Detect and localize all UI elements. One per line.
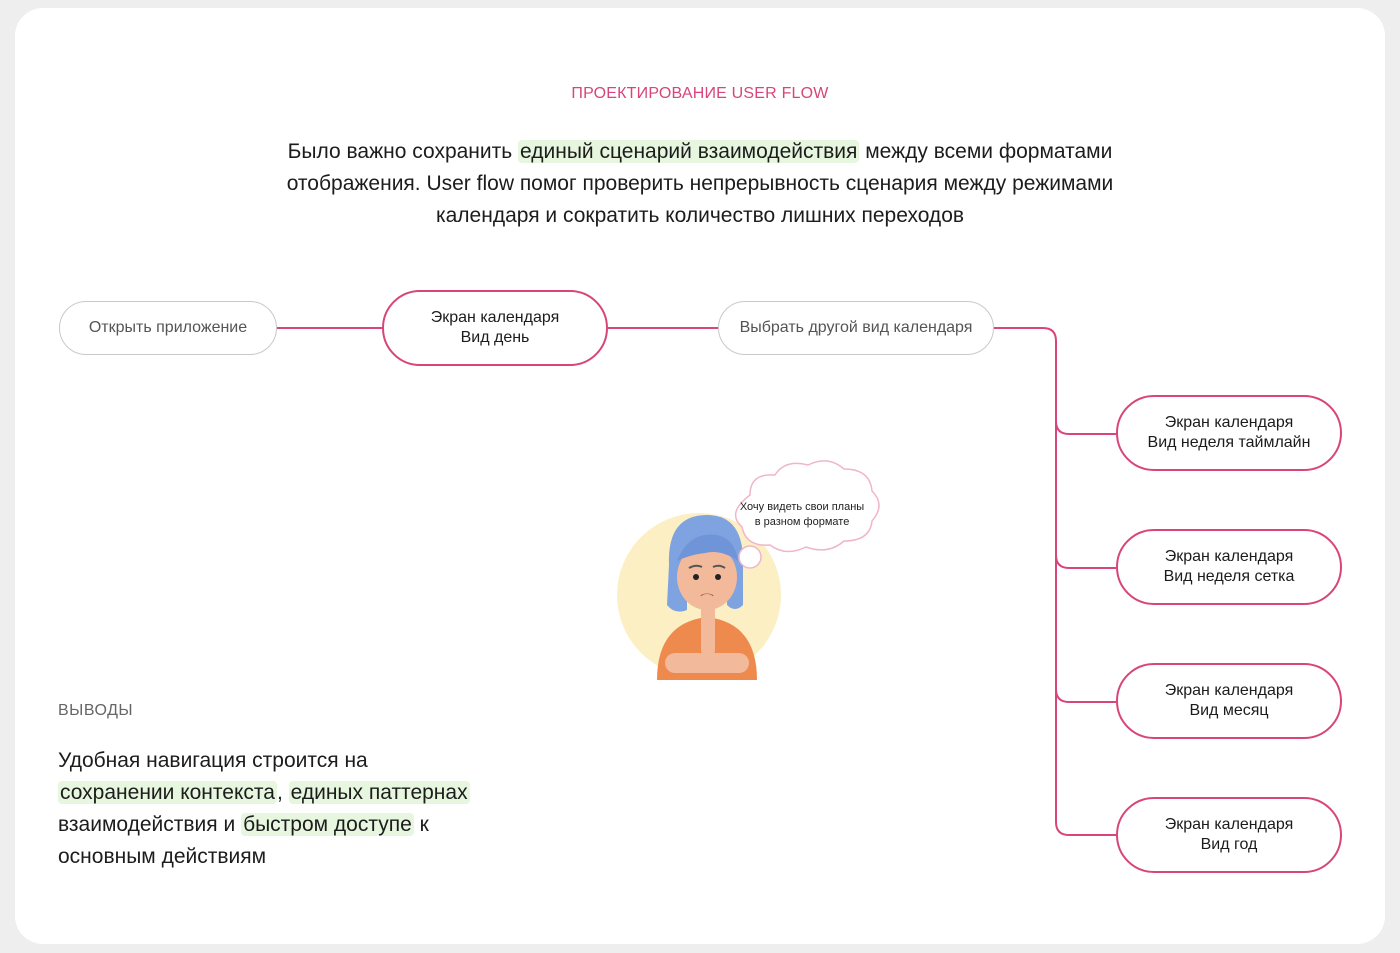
conclusions-text: Удобная навигация строится на сохранении… (58, 745, 478, 873)
node-year: Экран календаря Вид год (1116, 797, 1342, 873)
node-open-app: Открыть приложение (59, 301, 277, 355)
node-choose-other-label: Выбрать другой вид календаря (739, 319, 973, 336)
node-week-grid-line1: Экран календаря (1164, 548, 1294, 565)
conclusions-title: ВЫВОДЫ (58, 702, 134, 719)
lead-paragraph: Было важно сохранить единый сценарий вза… (250, 136, 1150, 232)
lead-highlight: единый сценарий взаимодействия (518, 140, 860, 163)
conclusions-highlight-2: единых паттернах (288, 781, 470, 804)
node-day-view: Экран календаря Вид день (382, 290, 608, 366)
node-week-grid-line2: Вид неделя сетка (1163, 568, 1295, 585)
conclusions-t3: взаимодействия и (58, 813, 242, 836)
node-year-line1: Экран календаря (1164, 816, 1294, 833)
node-month-line2: Вид месяц (1189, 702, 1269, 719)
node-day-view-line2: Вид день (460, 329, 530, 346)
conclusions-highlight-1: сохранении контекста (58, 781, 277, 804)
thought-bubble: Хочу видеть свои планы в разном формате (722, 480, 882, 550)
node-week-timeline-line2: Вид неделя таймлайн (1147, 434, 1311, 451)
section-title: ПРОЕКТИРОВАНИЕ USER FLOW (571, 85, 829, 102)
lead-text-2: между всеми форматами отображения. User … (286, 140, 1114, 227)
connector-branch-timeline (1055, 420, 1116, 435)
lead-text-1: Было важно сохранить (287, 140, 519, 163)
thinking-girl-illustration (657, 515, 757, 680)
node-week-timeline: Экран календаря Вид неделя таймлайн (1116, 395, 1342, 471)
node-open-app-label: Открыть приложение (88, 319, 248, 336)
conclusions-t1: Удобная навигация строится на (58, 749, 368, 772)
thought-line1: Хочу видеть свои планы (739, 501, 865, 513)
node-week-timeline-line1: Экран календаря (1164, 414, 1294, 431)
node-choose-other-view: Выбрать другой вид календаря (718, 301, 994, 355)
node-month-line1: Экран календаря (1164, 682, 1294, 699)
conclusions-t2: , (276, 781, 289, 804)
connector-choose-trunk (994, 327, 1116, 836)
node-year-line2: Вид год (1200, 836, 1258, 853)
node-month: Экран календаря Вид месяц (1116, 663, 1342, 739)
thought-bubble-shape (734, 460, 880, 569)
connector-branch-grid (1055, 554, 1116, 569)
node-day-view-line1: Экран календаря (430, 309, 560, 326)
node-week-grid: Экран календаря Вид неделя сетка (1116, 529, 1342, 605)
thought-line2: в разном формате (754, 516, 850, 528)
conclusions-t4: к основным действиям (58, 813, 429, 868)
connector-branch-month (1055, 688, 1116, 703)
conclusions-highlight-3: быстром доступе (241, 813, 414, 836)
